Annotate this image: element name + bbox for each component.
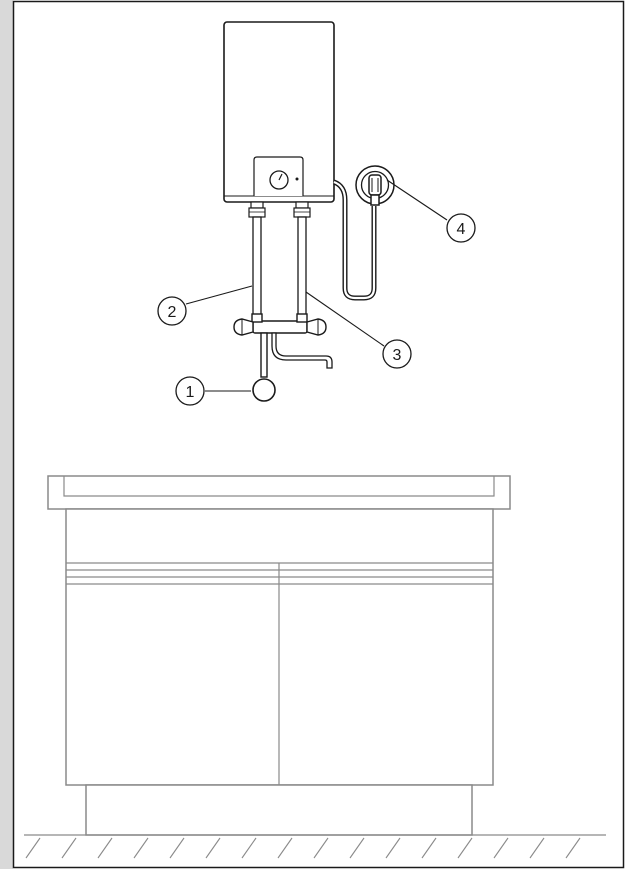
cold-water-pipe [252,216,262,318]
callout-3: 3 [382,339,412,369]
hot-handle-icon [306,318,327,336]
sink-cabinet [47,475,511,836]
hot-water-pipe [297,216,307,318]
countertop [47,475,511,510]
indicator-light-icon [295,177,299,181]
heater-body [223,21,335,203]
floor-hatching [25,837,581,859]
wall-socket-icon [355,165,395,206]
power-plug-icon [368,174,382,196]
water-heater [223,21,335,218]
cabinet-plinth [85,784,473,836]
callout-1: 1 [175,376,205,406]
callout-2: 2 [157,296,187,326]
callout-1-label: 1 [186,384,195,401]
left-margin-strip [0,0,13,869]
callout-leaders [185,179,448,392]
control-panel [253,156,304,196]
drain-fitting-icon [252,378,276,402]
temperature-dial-icon [269,170,289,190]
cold-handle-icon [233,318,254,336]
callout-4: 4 [446,213,476,243]
tap-body [252,320,308,334]
callout-2-label: 2 [168,304,177,321]
callout-3-label: 3 [393,347,402,364]
mixer-tap [233,313,333,378]
power-cable [332,179,377,301]
tap-spout [271,332,333,369]
floor [24,834,606,859]
supply-pipe [260,332,268,378]
callout-4-label: 4 [457,221,466,238]
